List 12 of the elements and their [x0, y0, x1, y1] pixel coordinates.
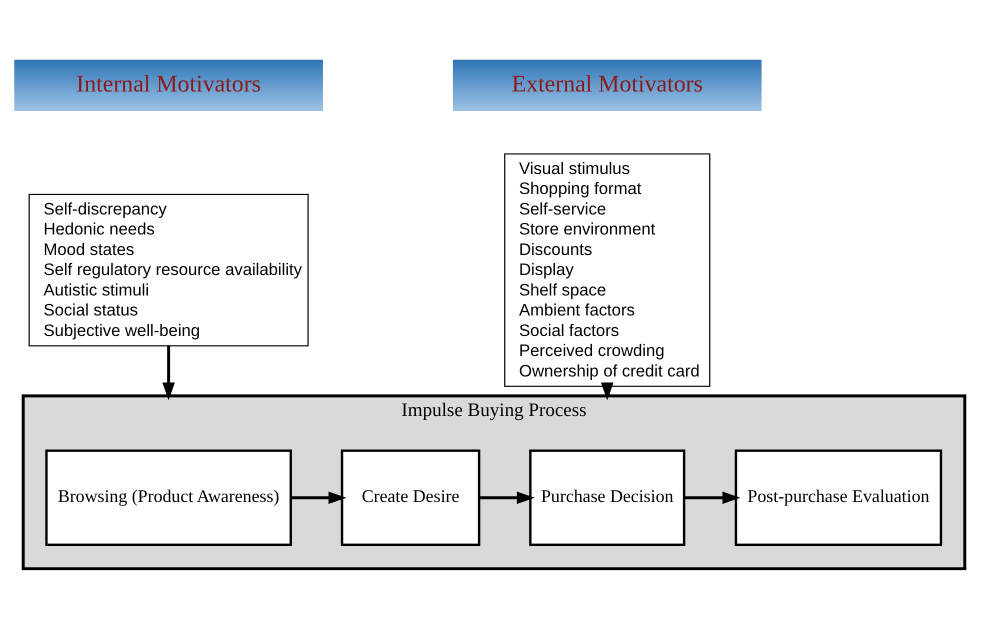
arrow	[600, 382, 614, 400]
node-box: Internal Motivators	[14, 59, 323, 111]
arrow	[162, 346, 175, 400]
arrow	[479, 491, 535, 504]
node-box: Purchase Decision	[529, 449, 686, 546]
node-box: Create Desire	[340, 449, 480, 546]
arrow	[684, 491, 740, 504]
node-box: Self-discrepancy Hedonic needs Mood states Self regulatory resource availability Autistic stimuli Social status Subjective well-being	[28, 193, 309, 346]
node-box: External Motivators	[452, 59, 762, 111]
arrow	[291, 491, 346, 504]
node-box: Browsing (Product Awareness)	[45, 449, 292, 546]
node-box: Post-purchase Evaluation	[734, 449, 942, 546]
